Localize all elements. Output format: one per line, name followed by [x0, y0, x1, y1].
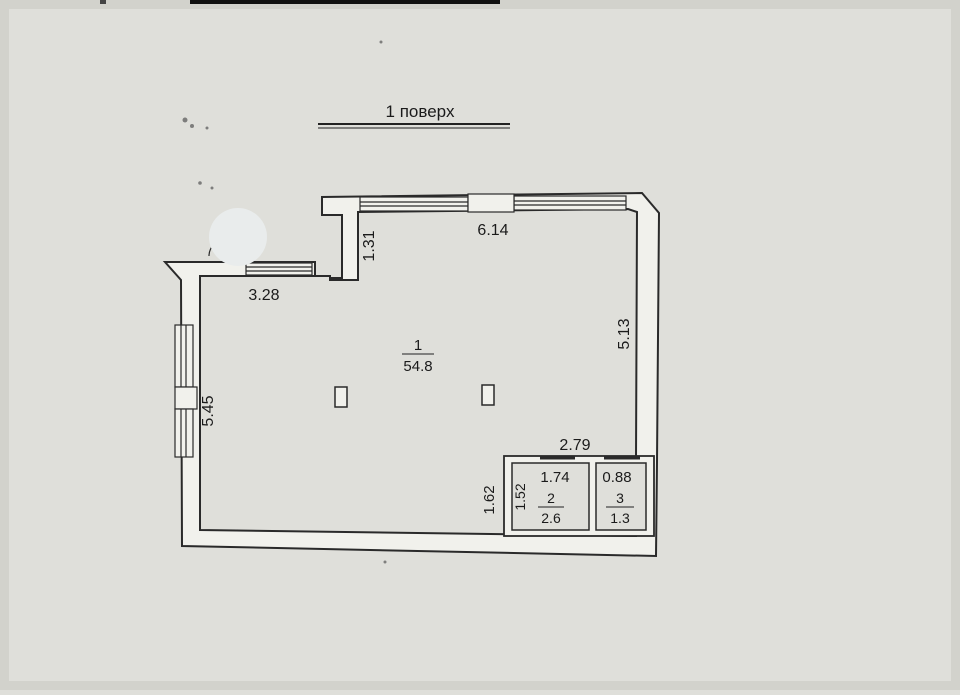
floor-heading: 1 поверх	[386, 102, 455, 121]
room-2-outline	[511, 462, 590, 531]
room-1-number: 1	[414, 337, 422, 354]
room-2-area: 2.6	[541, 510, 561, 526]
dim-left-wall: 5.45	[200, 395, 217, 426]
redaction-circle	[209, 208, 267, 266]
window-top	[359, 193, 627, 213]
dim-inner-wall: 2.79	[559, 437, 590, 454]
dim-top-wall: 6.14	[477, 222, 508, 239]
room-3-number: 3	[616, 490, 624, 506]
window-entry	[245, 262, 313, 276]
dim-room-2-height: 1.52	[512, 483, 528, 510]
ink-specks	[182, 40, 387, 564]
dim-room-3-width: 0.88	[602, 469, 631, 486]
dim-entry-wall: 3.28	[248, 287, 279, 304]
room-2-number: 2	[547, 490, 555, 506]
dim-room-2-width: 1.74	[540, 469, 569, 486]
bathroom-block	[503, 455, 655, 537]
room-3-area: 1.3	[610, 510, 630, 526]
dim-step-wall: 1.31	[361, 230, 378, 261]
column-right	[481, 384, 495, 406]
dim-partition-height: 1.62	[481, 485, 498, 514]
room-1-area: 54.8	[403, 358, 432, 375]
column-left	[334, 386, 348, 408]
window-left	[174, 324, 198, 458]
dim-right-wall: 5.13	[616, 318, 633, 349]
scan-edge-strip	[190, 0, 500, 4]
room-3-outline	[595, 462, 647, 531]
scan-edge-mark	[100, 0, 106, 4]
